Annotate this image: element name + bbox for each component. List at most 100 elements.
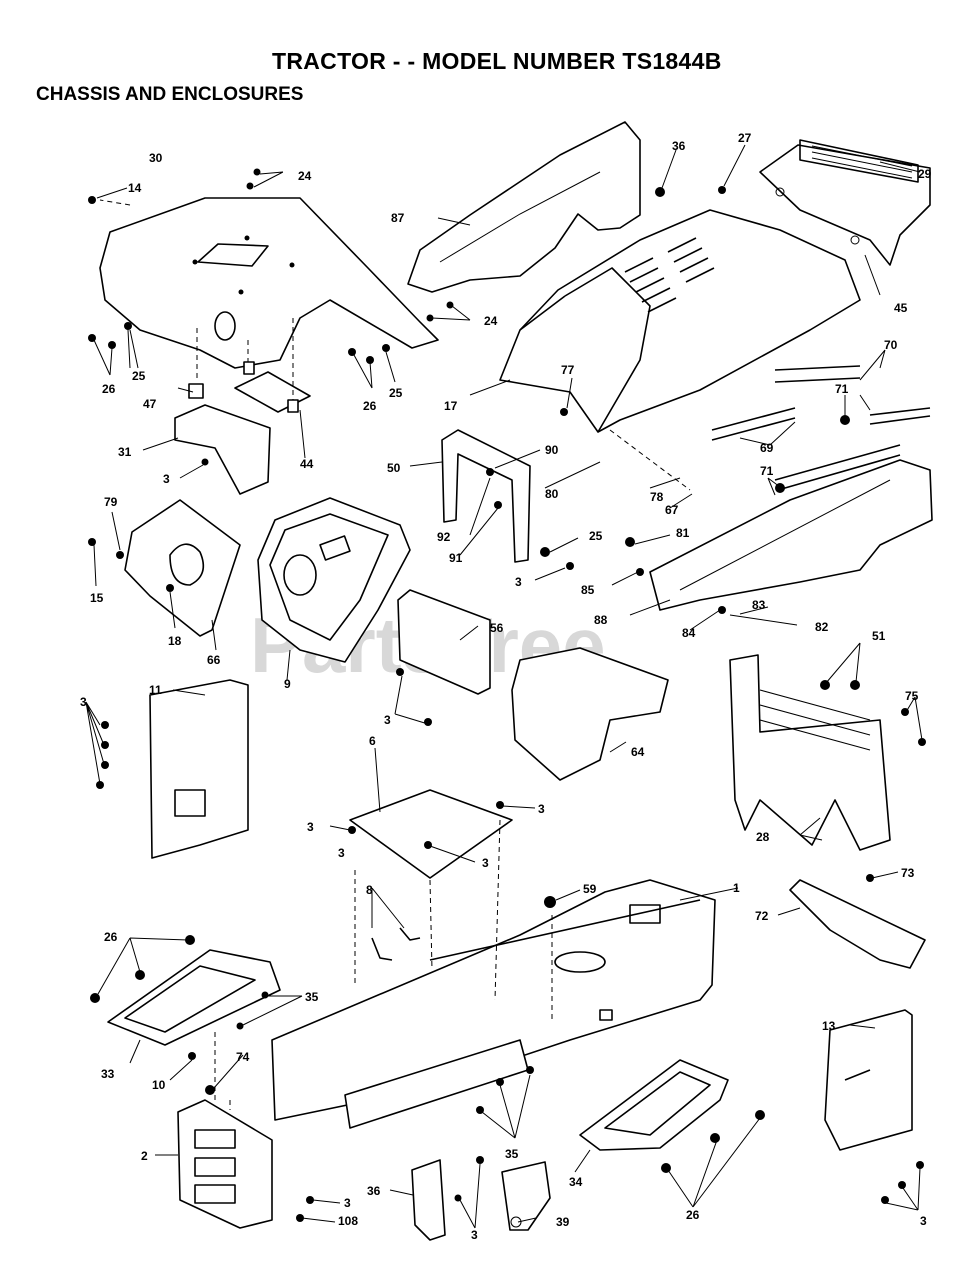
callout-24b: 24 [484, 314, 498, 328]
callout-10: 10 [152, 1078, 166, 1092]
callout-75: 75 [905, 689, 919, 703]
callout-24: 24 [298, 169, 312, 183]
callout-28: 28 [756, 830, 770, 844]
part-88-side-rail [649, 459, 933, 611]
callout-13: 13 [822, 1019, 836, 1033]
callout-2: 2 [141, 1149, 148, 1163]
part-6-plate [349, 789, 513, 879]
hood-vents [624, 237, 715, 313]
hardware-fasteners [88, 168, 926, 1222]
callout-51: 51 [872, 629, 886, 643]
callout-82: 82 [815, 620, 829, 634]
callout-3g: 3 [482, 856, 489, 870]
callout-35: 35 [305, 990, 319, 1004]
page-title: TRACTOR - - MODEL NUMBER TS1844B [272, 48, 722, 74]
callout-79: 67 [665, 503, 679, 517]
callout-70: 70 [884, 338, 898, 352]
callout-30: 30 [149, 151, 163, 165]
callout-84: 84 [682, 626, 696, 640]
callout-9: 9 [284, 677, 291, 691]
part-2-front-plate [177, 1099, 273, 1229]
callout-25: 25 [132, 369, 146, 383]
callout-36: 36 [672, 139, 686, 153]
part-33-footrest [107, 949, 281, 1046]
callout-3b: 3 [515, 575, 522, 589]
callout-3e: 3 [307, 820, 314, 834]
callout-83: 83 [752, 598, 766, 612]
callout-39: 39 [556, 1215, 570, 1229]
callout-3k: 3 [920, 1214, 927, 1228]
section-subtitle: CHASSIS AND ENCLOSURES [36, 84, 304, 105]
part-8-clips [371, 927, 421, 961]
callout-108: 108 [338, 1214, 358, 1228]
leader-lines [85, 144, 923, 1229]
callout-29: 29 [918, 167, 932, 181]
part-17-hood [499, 209, 861, 433]
callout-31: 31 [118, 445, 132, 459]
callout-80: 80 [545, 487, 559, 501]
callout-73: 73 [901, 866, 915, 880]
part-9-dash-panel [257, 497, 411, 663]
callout-25b: 25 [389, 386, 403, 400]
callout-67: 79 [104, 495, 118, 509]
callout-44: 44 [300, 457, 314, 471]
part-64-bracket [511, 647, 669, 781]
callout-3: 3 [163, 472, 170, 486]
part-66-shield [124, 499, 241, 637]
callout-72: 72 [755, 909, 769, 923]
callout-38: 36 [367, 1184, 381, 1198]
part-72-bracket [789, 879, 926, 969]
part-69-link [711, 407, 901, 491]
callout-26: 26 [102, 382, 116, 396]
callout-88: 88 [594, 613, 608, 627]
callout-50: 50 [387, 461, 401, 475]
callout-3f: 3 [538, 802, 545, 816]
part-87-side-panel [407, 121, 641, 293]
callout-1: 1 [733, 881, 740, 895]
callout-35b: 35 [505, 1147, 519, 1161]
callout-66: 66 [207, 653, 221, 667]
callout-77: 77 [561, 363, 575, 377]
callout-3c: 3 [80, 695, 87, 709]
callout-25c: 25 [589, 529, 603, 543]
part-30-dash-cover [99, 197, 439, 369]
part-56-panel [397, 589, 491, 695]
callout-56: 56 [490, 621, 504, 635]
part-31-bracket [174, 383, 271, 495]
callout-85: 85 [581, 583, 595, 597]
part-29-grille [799, 139, 919, 183]
callout-78: 78 [650, 490, 664, 504]
callout-64: 64 [631, 745, 645, 759]
part-34-footrest [579, 1059, 729, 1151]
callout-14: 14 [128, 181, 142, 195]
callout-71: 71 [835, 382, 849, 396]
callout-3j: 3 [471, 1228, 478, 1242]
callout-91: 91 [449, 551, 463, 565]
callout-17: 17 [444, 399, 458, 413]
callout-11: 11 [149, 683, 162, 697]
callout-87: 87 [391, 211, 405, 225]
part-44-bracket [234, 361, 311, 413]
part-45-nose [759, 144, 931, 266]
callout-26c: 26 [104, 930, 118, 944]
callout-45: 45 [894, 301, 908, 315]
part-28-front-assembly [729, 654, 891, 851]
callout-3d: 3 [384, 713, 391, 727]
part-38-bracket [411, 1159, 446, 1241]
part-13-side-plate [824, 1009, 913, 1151]
part-50-bracket [441, 429, 531, 563]
part-11-side-plate [149, 679, 249, 859]
callout-47: 47 [143, 397, 157, 411]
callout-92: 92 [437, 530, 451, 544]
callout-90: 90 [545, 443, 559, 457]
callout-3i: 3 [344, 1196, 351, 1210]
part-70-link [774, 365, 931, 425]
callout-27: 27 [738, 131, 752, 145]
callout-81: 81 [676, 526, 690, 540]
callout-labels: 30 14 24 36 27 29 87 24 45 26 25 26 25 4… [80, 131, 932, 1242]
callout-69: 69 [760, 441, 774, 455]
callout-26b: 26 [363, 399, 377, 413]
callout-34: 34 [569, 1175, 583, 1189]
callout-33: 33 [101, 1067, 115, 1081]
